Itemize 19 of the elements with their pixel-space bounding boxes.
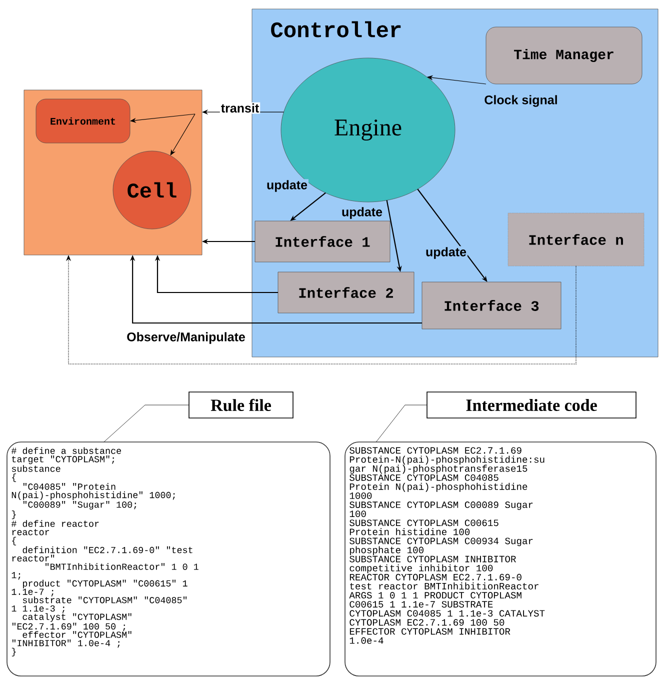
interface-box: Interface 2: [278, 272, 414, 314]
code-box: # define a substance target "CYTOPLASM"; substance { "C04085" "Protein N(pai)-phosphohistidine" 1000; "C00089" "Sugar" 100; } # define reactor reactor { definition "EC2.7.1.69-0" "test reactor" "BMTInhibitionReactor" 1 0 1 1; product "CYTOPLASM" "C00615" 1 1.1e-7 ; substrate "CYTOPLASM" "C04085" 1 1.1e-3 ; catalyst "CYTOPLASM" "EC2.7.1.69" 100 50 ; effector "CYTOPLASM" "INHIBITOR" 1.0e-4 ; }: [6, 442, 330, 676]
interface-box: Interface 3: [422, 282, 562, 330]
edge-label: Clock signal: [483, 94, 559, 108]
leader-line: [376, 404, 428, 442]
time-manager-box: Time Manager: [486, 26, 642, 84]
leader-line: [104, 404, 190, 442]
edge-label: update: [424, 246, 468, 260]
interface-box: Interface 1: [254, 220, 390, 262]
heading-box: Intermediate code: [426, 392, 636, 418]
edge-label: update: [340, 206, 384, 220]
arrow: [130, 114, 196, 123]
heading-box: Rule file: [188, 392, 294, 418]
code-box: SUBSTANCE CYTOPLASM EC2.7.1.69 Protein-N(pai)-phosphohistidine:su gar N(pai)-phosphotransferase15 SUBSTANCE CYTOPLASM C04085 Protein N(pai)-phosphohistidine 1000 SUBSTANCE CYTOPLASM C00089 Sugar 100 SUBSTANCE CYTOPLASM C00615 Protein histidine 100 SUBSTANCE CYTOPLASM C00934 Sugar phosphate 100 SUBSTANCE CYTOPLASM INHIBITOR competitive inhibitor 100 REACTOR CYTOPLASM EC2.7.1.69-0 test reactor BMTInhibitionReactor ARGS 1 0 1 1 PRODUCT CYTOPLASM C00615 1 1.1e-7 SUBSTRATE CYTOPLASM C04085 1 1.1e-3 CATALYST CYTOPLASM EC2.7.1.69 100 50 EFFECTOR CYTOPLASM INHIBITOR 1.0e-4: [344, 442, 656, 676]
edge-label: transit: [220, 102, 260, 114]
interface-box: Interface n: [508, 212, 644, 266]
edge-label: Observe/Manipulate: [126, 331, 246, 345]
edge-label: update: [266, 179, 308, 193]
environment-box: Environment: [36, 98, 130, 144]
